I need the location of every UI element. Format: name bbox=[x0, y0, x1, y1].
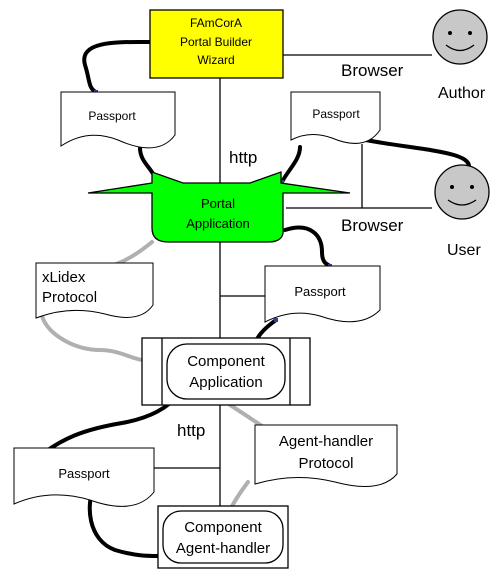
smiley-face-icon bbox=[434, 164, 490, 220]
component-application: Component Application bbox=[141, 337, 311, 406]
component-app-label-line2: Application bbox=[189, 374, 262, 391]
wizard-box-rect bbox=[149, 9, 284, 79]
agent-protocol-label-line1: Agent-handler bbox=[279, 433, 373, 450]
portal-application: Portal Application bbox=[87, 171, 351, 243]
agent-handler-protocol-note: Agent-handler Protocol bbox=[254, 424, 398, 487]
passport-label-3: Passport bbox=[294, 284, 346, 299]
agent-protocol-label-line2: Protocol bbox=[298, 455, 353, 472]
xlidex-label-line1: xLidex bbox=[42, 269, 86, 286]
agent-handler-label-line2: Agent-handler bbox=[176, 540, 270, 557]
component-agent-handler: Component Agent-handler bbox=[157, 505, 289, 569]
portal-label-line2: Application bbox=[186, 216, 250, 231]
connector-lines bbox=[154, 54, 432, 512]
agent-handler-label-line1: Component bbox=[184, 519, 262, 536]
passport-label-1: Passport bbox=[88, 109, 136, 123]
browser-user-label: Browser bbox=[341, 216, 404, 235]
passport-label-4: Passport bbox=[58, 466, 110, 481]
smiley-face-icon bbox=[432, 9, 488, 65]
http-bottom-label: http bbox=[177, 421, 205, 440]
wizard-label-line1: FAmCorA bbox=[190, 16, 242, 30]
http-top-label: http bbox=[229, 148, 257, 167]
user-label: User bbox=[447, 242, 481, 259]
passport-note-3: Passport bbox=[264, 265, 381, 323]
passport-note-4: Passport bbox=[13, 447, 155, 507]
passport-note-1: Passport bbox=[60, 91, 176, 149]
wizard-label-line2: Portal Builder bbox=[180, 35, 252, 49]
portal-label-line1: Portal bbox=[201, 196, 235, 211]
component-app-label-line1: Component bbox=[187, 353, 265, 370]
browser-author-label: Browser bbox=[341, 61, 404, 80]
wizard-box: FAmCorA Portal Builder Wizard bbox=[149, 9, 284, 79]
xlidex-label-line2: Protocol bbox=[42, 289, 97, 306]
xlidex-protocol-note: xLidex Protocol bbox=[35, 262, 154, 319]
user-actor: User bbox=[434, 164, 490, 259]
author-actor: Author bbox=[432, 9, 488, 102]
passport-label-2: Passport bbox=[312, 107, 360, 121]
passport-note-2: Passport bbox=[290, 91, 381, 144]
wizard-label-line3: Wizard bbox=[197, 53, 234, 67]
author-label: Author bbox=[438, 85, 486, 102]
